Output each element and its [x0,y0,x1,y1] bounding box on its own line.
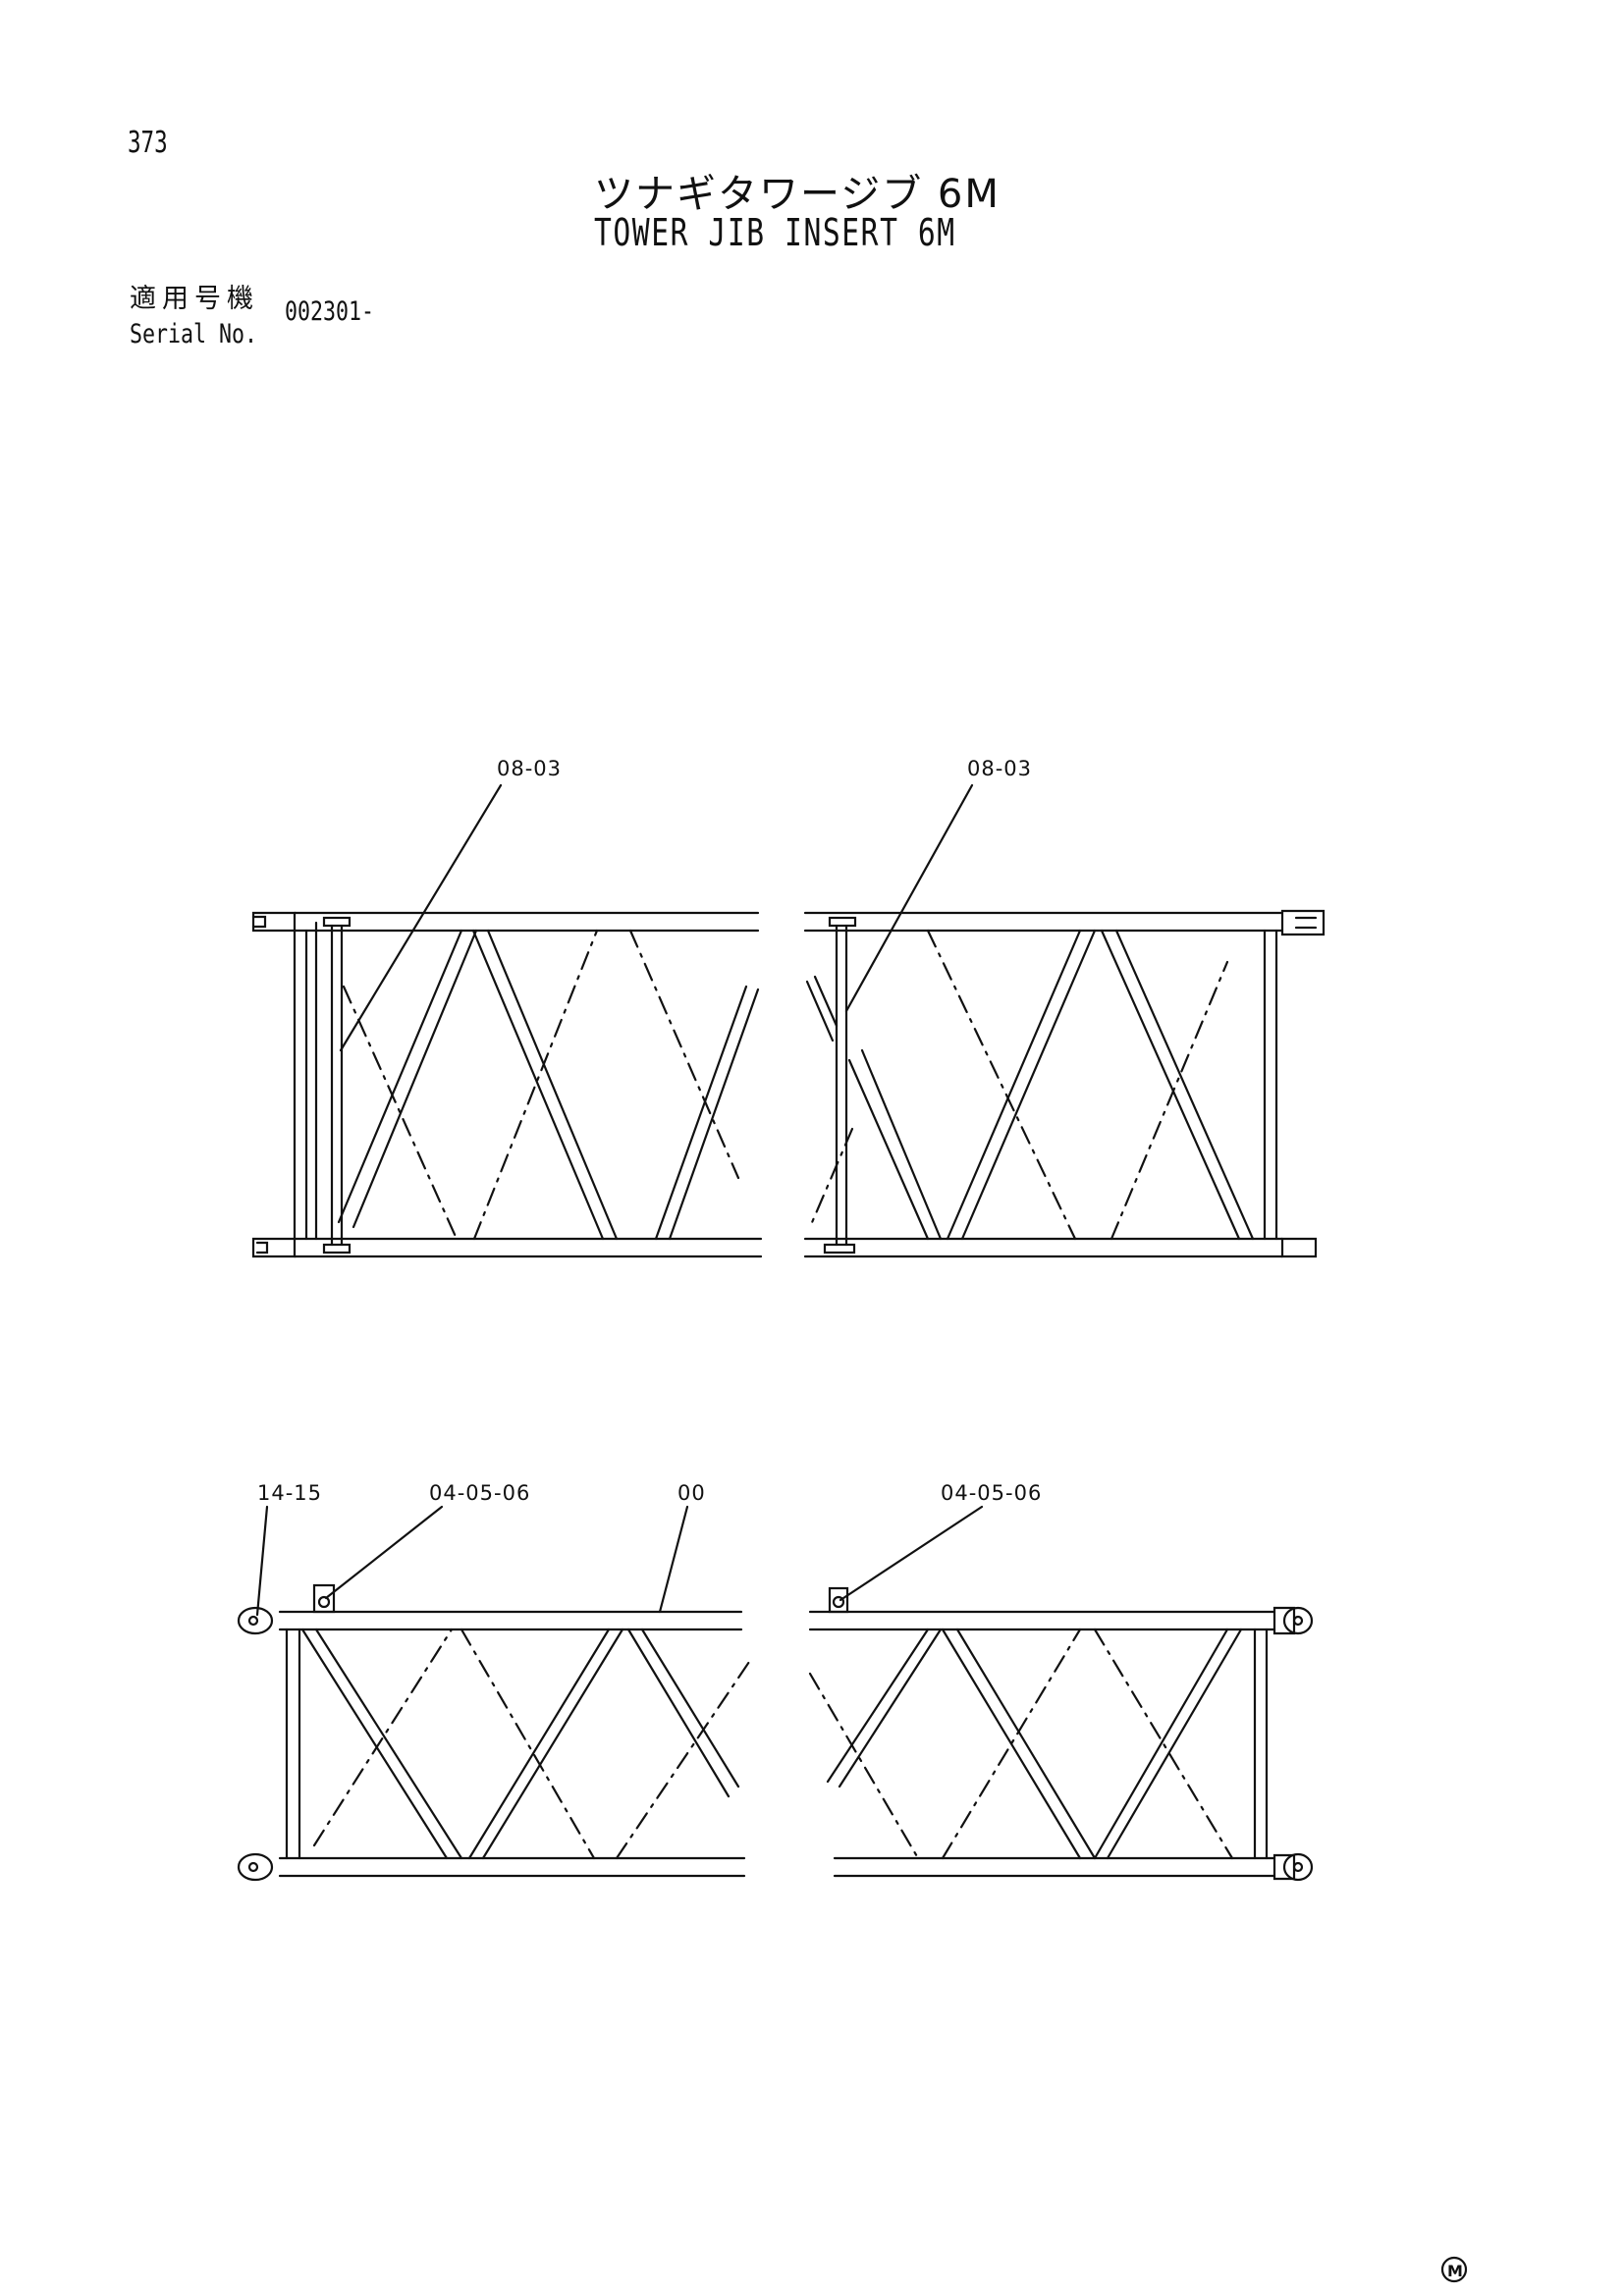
title-japanese: ツナギタワージブ 6M [594,172,1001,217]
callout-top-right: 08-03 [967,757,1032,780]
callout-bottom-left-bracket: 04-05-06 [429,1481,530,1505]
page-mark-circle [1440,2256,1468,2283]
serial-label-english: Serial No. [130,319,258,349]
page-mark-letter: M [1447,2262,1463,2280]
serial-label-japanese: 適用号機 [130,284,259,314]
title-english: TOWER JIB INSERT 6M [594,211,956,254]
top-right-jib-section [803,909,1326,1258]
leader-line-top-right [844,783,974,1013]
bottom-right-jib-section [808,1586,1314,1882]
bottom-left-jib-section [237,1583,753,1882]
leader-line-top-left [339,783,503,1052]
callout-bottom-pin: 14-15 [257,1481,322,1505]
serial-number-value: 002301- [285,296,375,327]
leader-line-bottom-frame [658,1505,689,1614]
callout-bottom-frame: 00 [677,1481,706,1505]
serial-label-block: 適用号機 Serial No. [130,277,290,349]
callout-top-left: 08-03 [497,757,562,780]
callout-bottom-right-bracket: 04-05-06 [941,1481,1042,1505]
leader-line-bottom-left-bracket [324,1505,444,1600]
leader-line-bottom-pin [255,1505,269,1617]
page-number: 373 [128,126,168,160]
top-left-jib-section [251,911,763,1258]
leader-line-bottom-right-bracket [839,1505,984,1602]
